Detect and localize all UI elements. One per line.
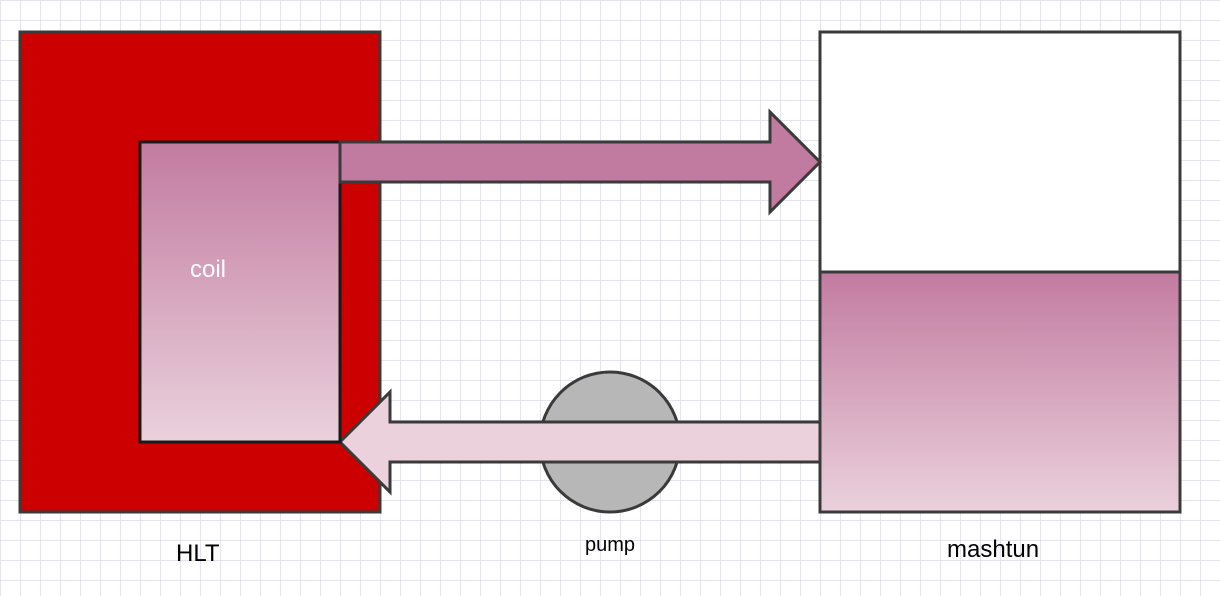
coil-box bbox=[138, 140, 342, 444]
mashtun-label: mashtun bbox=[947, 536, 1040, 563]
coil-label: coil bbox=[190, 256, 227, 283]
pump-label: pump bbox=[585, 534, 636, 556]
supply-flow-arrow bbox=[338, 108, 823, 216]
return-flow-arrow bbox=[337, 388, 822, 496]
hlt-label: HLT bbox=[176, 540, 220, 567]
mashtun-liquid bbox=[818, 270, 1182, 514]
